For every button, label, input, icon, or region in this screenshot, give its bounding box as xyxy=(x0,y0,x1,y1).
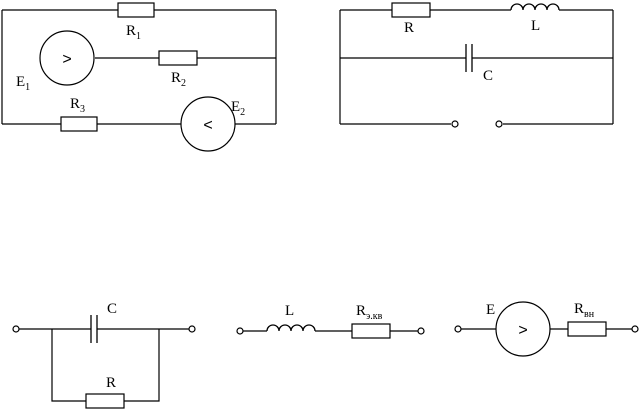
label-r-eq: Rэ.кв xyxy=(356,303,383,322)
label-r: R xyxy=(106,375,116,391)
source-e2 xyxy=(180,96,236,152)
circuit-3-wire xyxy=(19,328,189,402)
terminal-left xyxy=(454,325,462,333)
capacitor-c xyxy=(465,44,473,72)
circuit-1: > < R1 R2 R3 E1 E2 xyxy=(1,2,277,152)
label-r2: R2 xyxy=(171,70,186,89)
terminal-left xyxy=(451,120,459,128)
resistor-r-int xyxy=(567,321,607,337)
terminal-left xyxy=(12,325,20,333)
source-e1-symbol: > xyxy=(62,51,71,68)
label-e2: E2 xyxy=(231,99,245,118)
source-e1 xyxy=(39,30,95,86)
resistor-r2 xyxy=(158,50,198,66)
label-l: L xyxy=(285,303,294,319)
terminal-right xyxy=(417,327,425,335)
label-r3: R3 xyxy=(70,96,85,115)
label-r-int: Rвн xyxy=(574,301,595,320)
resistor-r xyxy=(391,2,431,18)
label-r1: R1 xyxy=(126,23,141,42)
circuit-3: C R xyxy=(12,301,196,409)
label-c: C xyxy=(107,301,117,317)
label-l: L xyxy=(531,18,540,34)
resistor-r xyxy=(85,393,125,409)
resistor-r3 xyxy=(60,116,98,132)
terminal-right xyxy=(631,325,639,333)
source-e-symbol: > xyxy=(518,322,527,339)
source-e2-symbol: < xyxy=(203,117,212,134)
capacitor-c xyxy=(90,315,98,343)
source-e xyxy=(495,301,551,357)
resistor-r-eq xyxy=(351,323,391,339)
circuit-4: L Rэ.кв xyxy=(236,303,425,339)
terminal-right xyxy=(188,325,196,333)
label-e1: E1 xyxy=(16,74,30,93)
circuit-5: > E Rвн xyxy=(454,301,639,357)
terminal-right xyxy=(495,120,503,128)
circuit-2: R L C xyxy=(339,2,614,128)
resistor-r1 xyxy=(117,2,155,18)
terminal-left xyxy=(236,327,244,335)
inductor-l xyxy=(266,324,316,332)
inductor-l xyxy=(510,3,560,11)
label-r: R xyxy=(404,20,414,36)
label-c: C xyxy=(483,68,493,84)
label-e: E xyxy=(486,302,495,318)
